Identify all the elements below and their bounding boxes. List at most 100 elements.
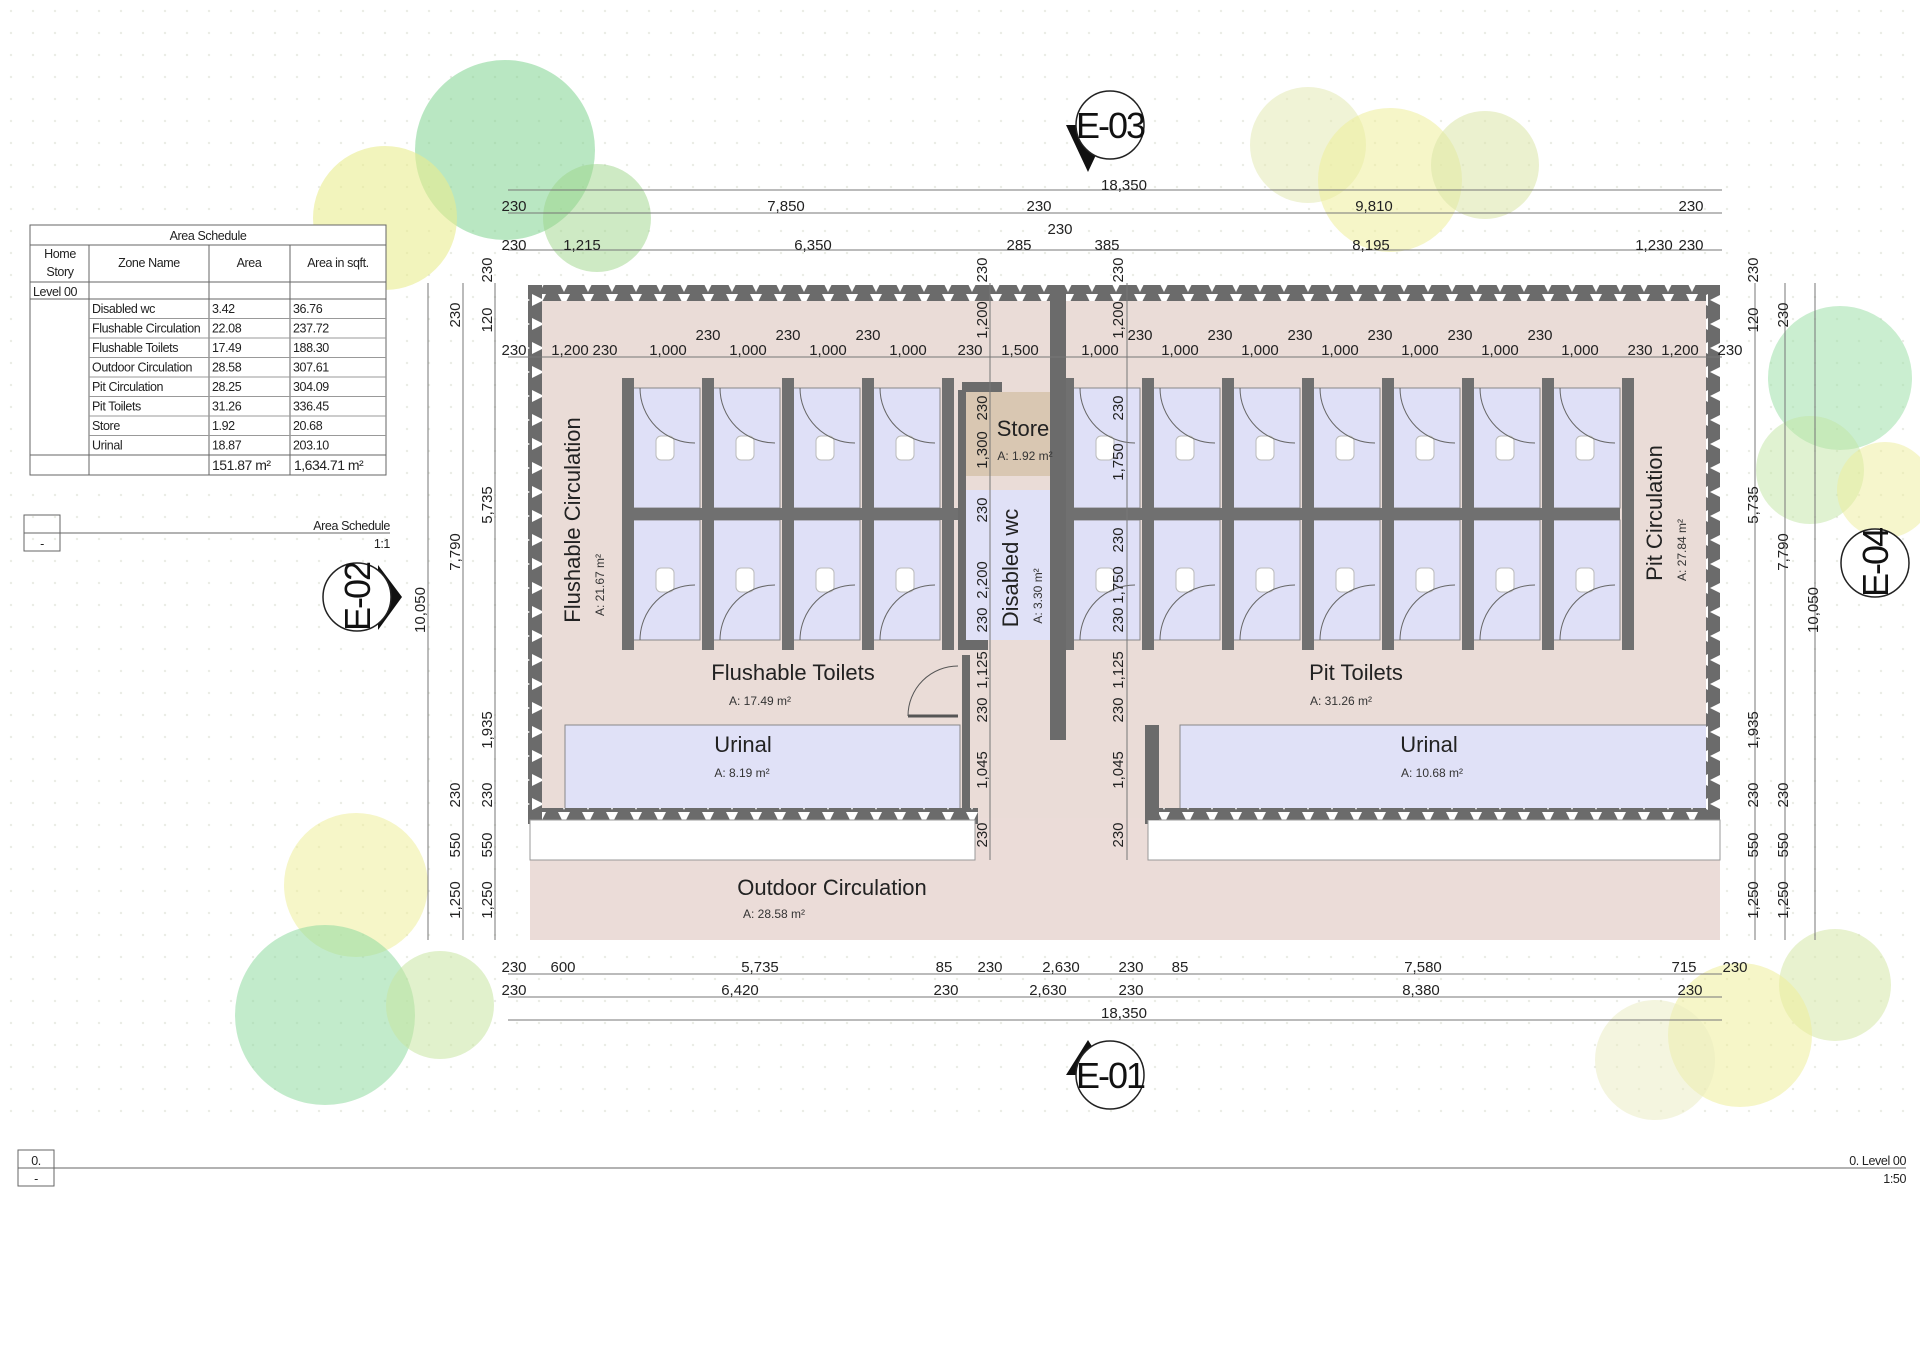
dim-left-outer: 10,050 <box>412 587 429 633</box>
area-schedule-table: Area Schedule Home Story Zone Name Area … <box>29 224 387 476</box>
dim-top-total: 18,350 <box>1101 177 1147 194</box>
dim-right-row-5: 550 <box>1745 832 1762 857</box>
schedule-row-sqft: 237.72 <box>293 322 329 336</box>
cubicle-partition <box>1622 378 1634 518</box>
dimension-texts: 18,350 230 7,850 230 9,810 230 230 230 1… <box>501 177 1703 254</box>
dim-inner-11: 1,000 <box>1241 342 1279 359</box>
dim-top-row1-4: 230 <box>1678 198 1703 215</box>
dim-left-row-4: 230 <box>479 782 496 807</box>
dim-top-row2-6: 1,230 <box>1635 237 1673 254</box>
schedule-row-zone: Flushable Toilets <box>92 341 178 355</box>
dim-bottom-row1-9: 715 <box>1671 959 1696 976</box>
schedule-row-zone: Pit Circulation <box>92 380 164 394</box>
schedule-row-area: 22.08 <box>212 322 242 336</box>
door-swing <box>1079 584 1136 641</box>
dim-inner-7: 230 <box>957 342 982 359</box>
dim-bottom-row1-2: 5,735 <box>741 959 779 976</box>
dim-core-left-2: 230 <box>974 395 991 420</box>
toilet-pan <box>1175 567 1195 593</box>
dim-bottom-row1-1: 600 <box>550 959 575 976</box>
door-swing <box>719 387 776 444</box>
dim-bottom-row1-4: 230 <box>977 959 1002 976</box>
dim-top-row2-1: 1,215 <box>563 237 601 254</box>
dim-top-row1-1: 7,850 <box>767 198 805 215</box>
dim-right-row-2: 5,735 <box>1745 486 1762 524</box>
dim-core-left-7: 1,125 <box>974 651 991 689</box>
exterior-walls <box>528 285 1721 861</box>
door-swing <box>1159 584 1216 641</box>
toilet-pan <box>1415 567 1435 593</box>
dim-core-right-2: 230 <box>1110 395 1127 420</box>
cubicle-partition <box>862 378 874 518</box>
landscape-trees <box>235 60 1920 1120</box>
room-pit-toilets-area: A: 31.26 m² <box>1310 694 1372 708</box>
dim-left-mid: 7,790 <box>447 533 464 571</box>
toilet-pan <box>1095 435 1115 461</box>
room-pit-circulation-area: A: 27.84 m² <box>1675 519 1689 581</box>
schedule-title: Area Schedule <box>170 229 247 243</box>
schedule-row-sqft: 304.09 <box>293 380 329 394</box>
sheet-caption: 0. - 0. Level 00 1:50 <box>17 1149 1907 1187</box>
schedule-row-zone: Disabled wc <box>92 302 155 316</box>
room-pit-circulation: Pit Circulation <box>1642 445 1667 581</box>
dim-left-col-2: 550 <box>447 832 464 857</box>
toilet-pan <box>1575 435 1595 461</box>
sheet-caption-title: 0. Level 00 <box>1849 1154 1906 1168</box>
dim-bottom-row1-3: 85 <box>936 959 953 976</box>
dim-top-row2-7: 230 <box>1678 237 1703 254</box>
dim-bottom-row2-4: 230 <box>1118 982 1143 999</box>
dim-bottom-row1-10: 230 <box>1722 959 1747 976</box>
dim-inner-14: 1,000 <box>1481 342 1519 359</box>
schedule-total-area: 151.87 m² <box>212 457 271 473</box>
dim-right-col-2: 550 <box>1775 832 1792 857</box>
cubicle-partition <box>1142 510 1154 650</box>
room-flushable-toilets-area: A: 17.49 m² <box>729 694 791 708</box>
toilet-pan <box>1175 435 1195 461</box>
dim-bottom-row1-7: 85 <box>1172 959 1189 976</box>
cubicle-partition <box>1462 378 1474 518</box>
cubicle-partition <box>1382 510 1394 650</box>
dim-left-row-3: 1,935 <box>479 711 496 749</box>
dim-top-row2-3: 285 <box>1006 237 1031 254</box>
dim-inner-6: 1,000 <box>889 342 927 359</box>
dim-top-mid: 230 <box>1047 221 1072 238</box>
dim-top-row1-2: 230 <box>1026 198 1051 215</box>
cubicle-partition <box>1222 510 1234 650</box>
dim-inner-16: 230 <box>1627 342 1652 359</box>
dim-top-row2-0: 230 <box>501 237 526 254</box>
dim-core-right-10: 230 <box>1110 822 1127 847</box>
cubicle-partition <box>1302 378 1314 518</box>
toilet-pan <box>1335 567 1355 593</box>
cubicle-partition <box>1462 510 1474 650</box>
toilet-pan <box>1495 567 1515 593</box>
door-swing <box>1319 584 1376 641</box>
schedule-row-sqft: 36.76 <box>293 302 323 316</box>
schedule-row-zone: Outdoor Circulation <box>92 361 193 375</box>
room-urinal-left: Urinal <box>714 732 771 757</box>
schedule-row-area: 31.26 <box>212 400 242 414</box>
dim-inner-12: 1,000 <box>1321 342 1359 359</box>
door-swing <box>1399 584 1456 641</box>
room-flushable-circulation-area: A: 21.67 m² <box>593 554 607 616</box>
schedule-row-sqft: 20.68 <box>293 419 323 433</box>
room-urinal-left-area: A: 8.19 m² <box>714 766 769 780</box>
dim-right-row-1: 120 <box>1745 307 1762 332</box>
dim-left-col-3: 1,250 <box>447 881 464 919</box>
schedule-row-zone: Pit Toilets <box>92 400 141 414</box>
door-swing <box>1239 584 1296 641</box>
dim-core-right-5: 1,750 <box>1110 566 1127 604</box>
dim-bottom-row1-6: 230 <box>1118 959 1143 976</box>
toilet-pan <box>655 567 675 593</box>
cubicle-partition <box>702 378 714 518</box>
dim-bottom-row2-1: 6,420 <box>721 982 759 999</box>
dim-right-col-0: 230 <box>1775 302 1792 327</box>
dim-core-right-4: 230 <box>1110 527 1127 552</box>
toilet-pan <box>1495 435 1515 461</box>
dim-core-left-5: 2,200 <box>974 561 991 599</box>
elevation-marker-top: E-03 <box>1066 90 1147 172</box>
toilet-pan <box>1255 435 1275 461</box>
dim-inner-3: 1,000 <box>649 342 687 359</box>
dim-right-outer: 10,050 <box>1805 587 1822 633</box>
elevation-label-right: E-04 <box>1855 528 1896 597</box>
schedule-row-zone: Urinal <box>92 439 122 453</box>
